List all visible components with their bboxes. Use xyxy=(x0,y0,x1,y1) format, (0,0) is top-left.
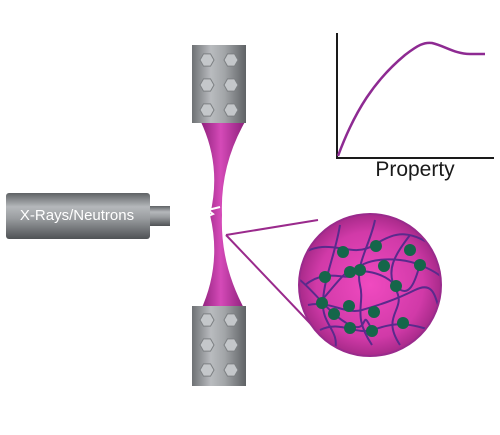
network-chain xyxy=(321,264,421,301)
crosslink-node-icon xyxy=(368,306,380,318)
network-zoom-circle xyxy=(298,213,442,357)
crosslink-node-icon xyxy=(344,322,356,334)
property-curve xyxy=(336,41,485,157)
crosslink-node-icon xyxy=(354,264,366,276)
network-chain xyxy=(304,258,440,286)
crosslink-node-icon xyxy=(319,271,331,283)
hexagon-bolt-icon xyxy=(199,363,215,377)
crosslink-node-icon xyxy=(390,280,402,292)
crosslink-node-icon xyxy=(316,297,328,309)
crack-mark xyxy=(203,206,221,219)
crosslink-node-icon xyxy=(397,317,409,329)
crosslink-node-icon xyxy=(404,244,416,256)
zoom-line-upper xyxy=(225,219,319,236)
xray-source xyxy=(6,193,170,239)
hexagon-bolt-icon xyxy=(223,363,239,377)
sample-specimen xyxy=(200,120,246,312)
crosslink-node-icon xyxy=(328,308,340,320)
hexagon-bolt-icon xyxy=(199,103,215,117)
source-tube xyxy=(6,193,150,239)
source-label: X-Rays/Neutrons xyxy=(19,207,135,224)
crosslink-node-icon xyxy=(343,300,355,312)
hexagon-bolt-icon xyxy=(223,103,239,117)
source-nozzle xyxy=(150,206,170,226)
hexagon-bolt-icon xyxy=(223,338,239,352)
hexagon-bolt-icon xyxy=(199,338,215,352)
hexagon-bolt-icon xyxy=(223,78,239,92)
crosslink-node-icon xyxy=(414,259,426,271)
crosslink-node-icon xyxy=(378,260,390,272)
plot-x-label: Property xyxy=(375,158,455,181)
property-plot xyxy=(336,33,494,159)
hexagon-bolt-icon xyxy=(223,53,239,67)
top-grip xyxy=(192,45,246,123)
crosslink-node-icon xyxy=(344,266,356,278)
hexagon-bolt-icon xyxy=(199,53,215,67)
crosslink-node-icon xyxy=(370,240,382,252)
crosslink-node-icon xyxy=(366,325,378,337)
bottom-grip xyxy=(192,306,246,386)
hexagon-bolt-icon xyxy=(199,78,215,92)
hexagon-bolt-icon xyxy=(223,313,239,327)
hexagon-bolt-icon xyxy=(199,313,215,327)
crosslink-node-icon xyxy=(337,246,349,258)
network-chain xyxy=(358,219,376,346)
network-chain xyxy=(307,286,440,313)
